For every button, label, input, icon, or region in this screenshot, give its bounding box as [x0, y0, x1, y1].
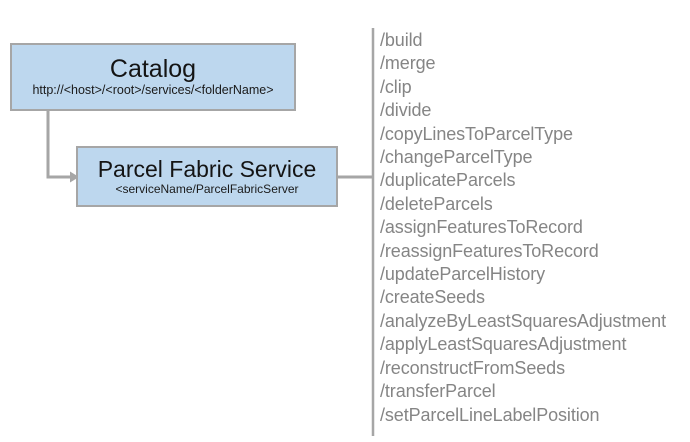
operation-item[interactable]: /divide — [380, 100, 432, 121]
operation-item[interactable]: /reassignFeaturesToRecord — [380, 240, 599, 261]
operation-item[interactable]: /copyLinesToParcelType — [380, 123, 573, 144]
operation-item[interactable]: /analyzeByLeastSquaresAdjustment — [380, 310, 666, 331]
parcel-fabric-service-node[interactable]: Parcel Fabric Service <serviceName/Parce… — [76, 146, 338, 207]
operation-item[interactable]: /reconstructFromSeeds — [380, 357, 565, 378]
parcel-fabric-service-node-title: Parcel Fabric Service — [97, 156, 317, 183]
operation-item[interactable]: /clip — [380, 76, 412, 97]
operation-item[interactable]: /assignFeaturesToRecord — [380, 217, 583, 238]
catalog-node-subtitle: http://<host>/<root>/services/<folderNam… — [32, 83, 274, 98]
operation-item[interactable]: /createSeeds — [380, 287, 485, 308]
catalog-to-service-connector — [46, 111, 79, 183]
operation-item[interactable]: /changeParcelType — [380, 147, 533, 168]
catalog-node-title: Catalog — [109, 54, 197, 83]
operation-item[interactable]: /deleteParcels — [380, 193, 493, 214]
operation-item[interactable]: /transferParcel — [380, 381, 496, 402]
operation-item[interactable]: /setParcelLineLabelPosition — [380, 404, 600, 425]
operation-item[interactable]: /merge — [380, 53, 436, 74]
operations-list: /build /merge /clip /divide /copyLinesTo… — [380, 29, 686, 427]
parcel-fabric-service-node-subtitle: <serviceName/ParcelFabricServer — [115, 181, 299, 196]
catalog-node[interactable]: Catalog http://<host>/<root>/services/<f… — [10, 43, 296, 111]
operation-item[interactable]: /build — [380, 30, 423, 50]
operation-item[interactable]: /applyLeastSquaresAdjustment — [380, 334, 627, 355]
operation-item[interactable]: /updateParcelHistory — [380, 264, 546, 285]
operation-item[interactable]: /duplicateParcels — [380, 170, 516, 191]
